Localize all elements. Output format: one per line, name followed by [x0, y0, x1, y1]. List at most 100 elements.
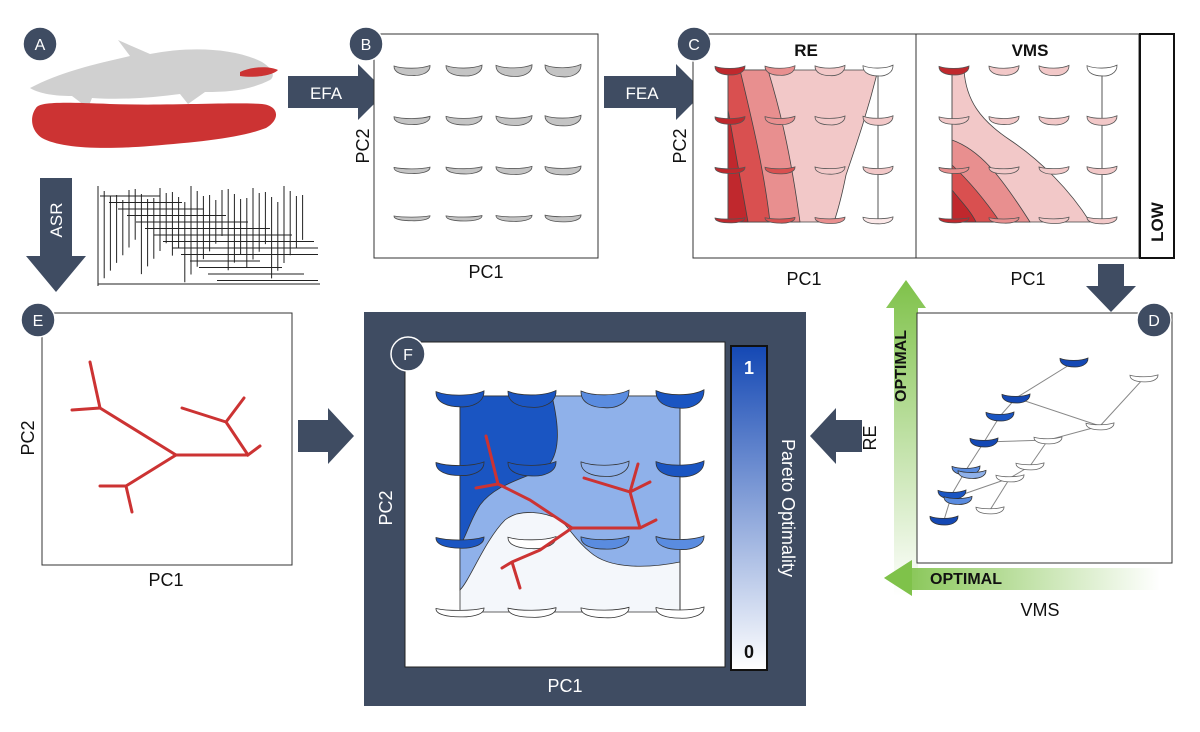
badge-a-label: A — [35, 37, 46, 54]
morphospace-shape — [544, 114, 582, 127]
fea-shape — [1038, 64, 1070, 77]
fea-shape — [764, 166, 796, 175]
optimal-arrow-horizontal — [884, 560, 1160, 590]
front-a-shape — [985, 411, 1015, 422]
panel-e-tree-projection — [70, 360, 262, 514]
pareto-shape — [507, 389, 557, 408]
fea-shape — [1086, 64, 1118, 77]
fea-shape — [814, 64, 846, 77]
jaw-shape — [32, 102, 277, 148]
phylogeny-tree — [97, 186, 320, 286]
morphospace-shape — [495, 214, 533, 222]
fea-shape — [988, 166, 1020, 175]
panel-b-shape-grid — [393, 63, 582, 223]
morphospace-shape — [445, 115, 483, 126]
fea-shape — [938, 65, 970, 76]
panel-b-xlabel: PC1 — [468, 262, 503, 282]
panel-c-title-vms: VMS — [1012, 41, 1049, 60]
arrow-fea-label: FEA — [625, 84, 659, 103]
arrow-asr: ASR — [26, 178, 86, 292]
fea-shape — [714, 166, 746, 174]
pareto-shape — [655, 460, 705, 478]
pareto-shape — [580, 389, 630, 409]
front-b-shape — [1033, 436, 1063, 445]
front-b-shape — [1129, 374, 1159, 383]
arrow-efa: EFA — [288, 64, 386, 120]
fea-shape — [862, 115, 894, 126]
morphospace-shape — [445, 215, 483, 222]
fea-shape — [814, 115, 846, 126]
panel-c-ylabel: PC2 — [670, 128, 690, 163]
panel-c-low-label: LOW — [1148, 201, 1167, 242]
fea-shape — [1086, 216, 1118, 225]
panel-e: E PC2 PC1 — [18, 302, 293, 590]
badge-b — [348, 26, 384, 62]
fea-shape — [714, 217, 746, 224]
pareto-shape — [580, 460, 630, 477]
pareto-regions — [459, 395, 681, 613]
fea-shape — [1086, 115, 1118, 126]
panel-c-xlabel-right: PC1 — [1010, 269, 1045, 289]
morphospace-shape — [495, 115, 533, 126]
panel-f-xlabel: PC1 — [547, 676, 582, 696]
badge-d-label: D — [1148, 313, 1160, 330]
panel-f-ylabel: PC2 — [376, 490, 396, 525]
panel-d-scatter — [929, 357, 1159, 526]
fea-shape — [862, 64, 894, 77]
fea-shape — [988, 115, 1020, 125]
panel-c-low-box — [1139, 33, 1175, 259]
fea-shape — [988, 65, 1020, 76]
fea-shape — [938, 115, 970, 125]
panel-c-xlabel-left: PC1 — [786, 269, 821, 289]
fea-shape — [862, 216, 894, 225]
panel-d-optimal-vertical: OPTIMAL — [893, 330, 910, 402]
vms-heat-regions — [951, 69, 1091, 223]
panel-f-shape-grid — [435, 389, 705, 619]
pareto-shape — [655, 606, 705, 619]
panel-d-optimal-horizontal: OPTIMAL — [930, 571, 1002, 588]
fea-shape — [764, 115, 796, 125]
morphospace-shape — [544, 165, 582, 176]
arrow-fea: FEA — [604, 64, 704, 120]
morphospace-shape — [495, 64, 533, 77]
morphospace-shape — [393, 115, 431, 125]
fea-shape — [764, 216, 796, 224]
panel-d-xlabel: VMS — [1020, 600, 1059, 620]
panel-b: B PC2 PC1 — [348, 26, 599, 282]
pareto-shape — [580, 606, 630, 619]
fea-shape — [1038, 166, 1070, 175]
front-a-shape — [957, 469, 987, 479]
panel-b-ylabel: PC2 — [353, 128, 373, 163]
front-a-shape — [1059, 357, 1089, 368]
fea-shape — [1086, 165, 1118, 175]
panel-f-tree-projection — [474, 434, 658, 590]
fish-jaw-highlight — [240, 67, 278, 77]
panel-d-ylabel: RE — [860, 425, 880, 450]
badge-f-label: F — [403, 347, 413, 364]
fea-shape — [938, 166, 970, 174]
panel-e-xlabel: PC1 — [148, 570, 183, 590]
morphospace-shape — [495, 165, 533, 175]
arrow-d-to-f — [810, 408, 862, 464]
badge-e-label: E — [33, 313, 44, 330]
colorbar-title: Pareto Optimality — [778, 439, 798, 577]
fea-shape — [814, 166, 846, 175]
front-a-shape — [1001, 393, 1031, 404]
badge-f — [390, 336, 426, 372]
fea-shape — [764, 65, 796, 76]
pareto-shape — [435, 390, 485, 408]
colorbar-min-label: 0 — [744, 642, 754, 662]
badge-d — [1136, 302, 1172, 338]
morphospace-shape — [393, 215, 431, 222]
front-a-shape — [929, 515, 959, 526]
badge-b-label: B — [361, 37, 372, 54]
panel-d-frame — [916, 312, 1173, 564]
arrow-e-to-f — [298, 408, 354, 464]
panel-c-shape-grid — [714, 64, 1118, 225]
morphospace-shape — [544, 63, 582, 78]
front-b-shape — [1015, 462, 1045, 471]
pareto-shape — [507, 460, 557, 477]
fea-shape — [714, 115, 746, 125]
fea-shape — [1038, 115, 1070, 126]
fea-shape — [1038, 216, 1070, 224]
